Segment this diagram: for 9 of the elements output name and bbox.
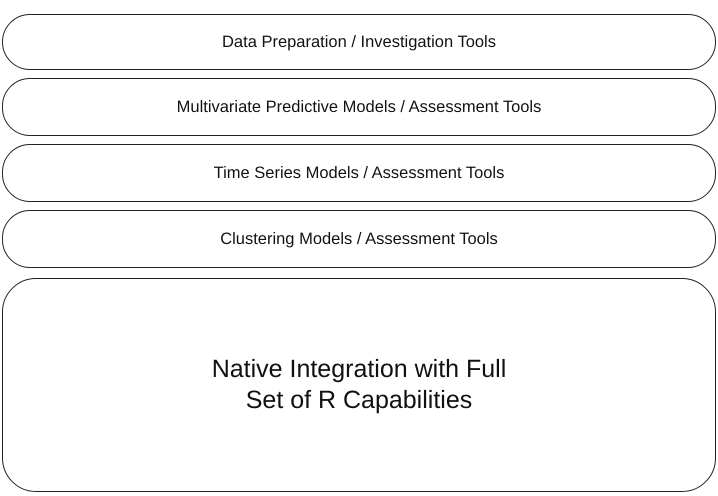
layer-box <box>2 210 716 268</box>
layer-label: Multivariate Predictive Models / Assessment Tools <box>176 96 542 118</box>
layer-label: Clustering Models / Assessment Tools <box>220 228 498 250</box>
layer-label: Time Series Models / Assessment Tools <box>214 162 504 184</box>
layer-label: Native Integration with Full Set of R Capabilities <box>210 354 508 416</box>
layer-label: Data Preparation / Investigation Tools <box>222 32 496 52</box>
layer-box <box>2 78 716 136</box>
layer-box <box>2 144 716 202</box>
layer-box <box>2 278 716 492</box>
